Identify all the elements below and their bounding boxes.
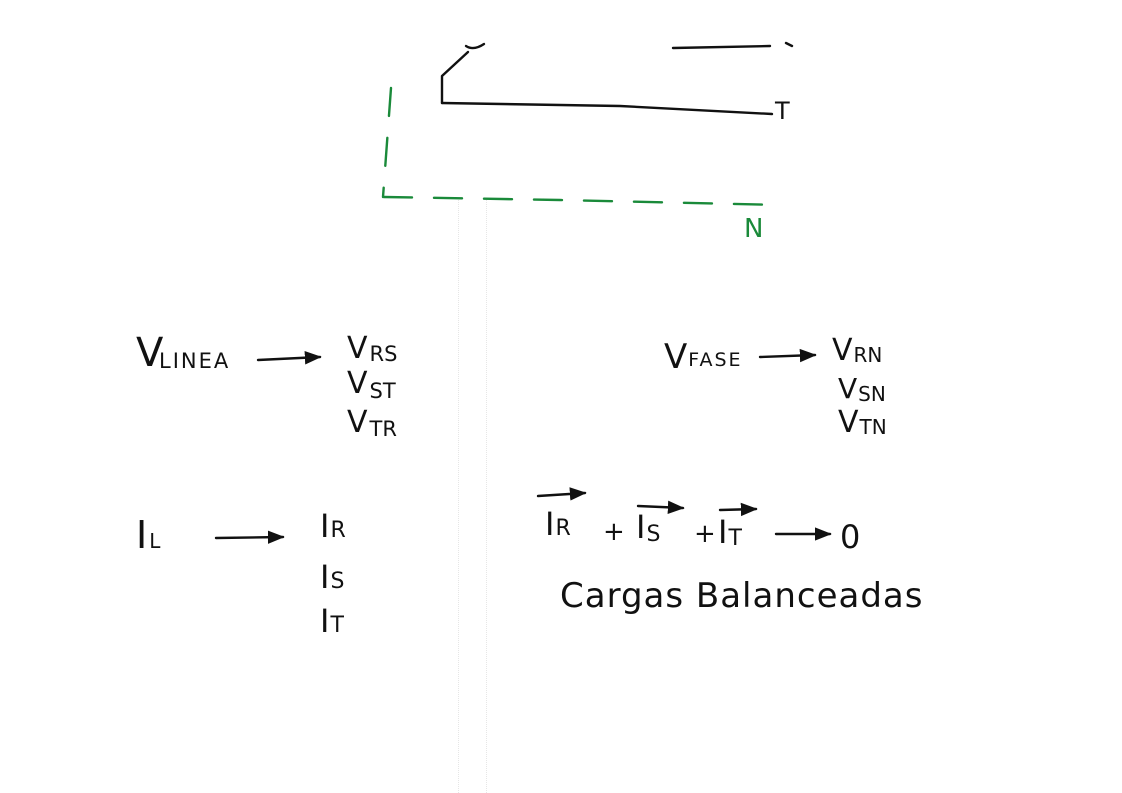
vector-arrow-ir bbox=[536, 487, 587, 501]
vtr-label: VTR bbox=[347, 405, 397, 441]
wire-r-end bbox=[784, 41, 794, 48]
vsn-label: VSN bbox=[838, 372, 886, 406]
wire-t bbox=[440, 101, 774, 116]
neutral-label: N bbox=[744, 214, 763, 244]
neutral-wire-horizontal bbox=[382, 195, 782, 207]
line-voltage-symbol: V bbox=[136, 330, 164, 376]
vst-label: VST bbox=[347, 366, 396, 403]
wire-s-partial bbox=[464, 42, 486, 50]
phase-voltage-label: VFASE bbox=[664, 337, 743, 377]
line-voltage-group: V LINEA VRS VST VTR bbox=[136, 330, 397, 441]
circuit-sketch: T N bbox=[381, 41, 794, 244]
page-guide-line bbox=[486, 200, 487, 793]
neutral-wire-vertical bbox=[381, 86, 393, 199]
page-guide-line bbox=[458, 200, 459, 793]
ir-label: IR bbox=[320, 507, 346, 545]
line-current-arrow bbox=[214, 530, 285, 544]
current-sum-equation: IR + IS + IT 0 Cargas Balanceadas bbox=[536, 487, 923, 616]
plus-sign-2: + bbox=[694, 519, 716, 549]
sum-term-ir: IR bbox=[545, 505, 571, 543]
phase-voltage-group: VFASE VRN VSN VTN bbox=[664, 333, 887, 440]
vrs-label: VRS bbox=[347, 331, 397, 366]
it-label: IT bbox=[320, 602, 344, 640]
plus-sign-1: + bbox=[603, 517, 625, 547]
vrn-label: VRN bbox=[832, 333, 882, 368]
wire-t-branch bbox=[440, 50, 470, 105]
vector-arrow-is bbox=[636, 500, 685, 515]
sum-term-is: IS bbox=[636, 508, 660, 547]
sum-result-zero: 0 bbox=[840, 518, 860, 556]
line-voltage-subscript: LINEA bbox=[159, 349, 230, 373]
vector-arrow-it bbox=[718, 502, 758, 517]
line-voltage-arrow bbox=[256, 351, 322, 365]
vtn-label: VTN bbox=[838, 405, 887, 440]
terminal-t-label: T bbox=[774, 97, 790, 125]
balanced-loads-note: Cargas Balanceadas bbox=[560, 576, 923, 616]
sum-term-it: IT bbox=[718, 513, 742, 551]
is-label: IS bbox=[320, 558, 344, 596]
phase-voltage-arrow bbox=[758, 348, 817, 363]
wire-r bbox=[671, 44, 772, 50]
